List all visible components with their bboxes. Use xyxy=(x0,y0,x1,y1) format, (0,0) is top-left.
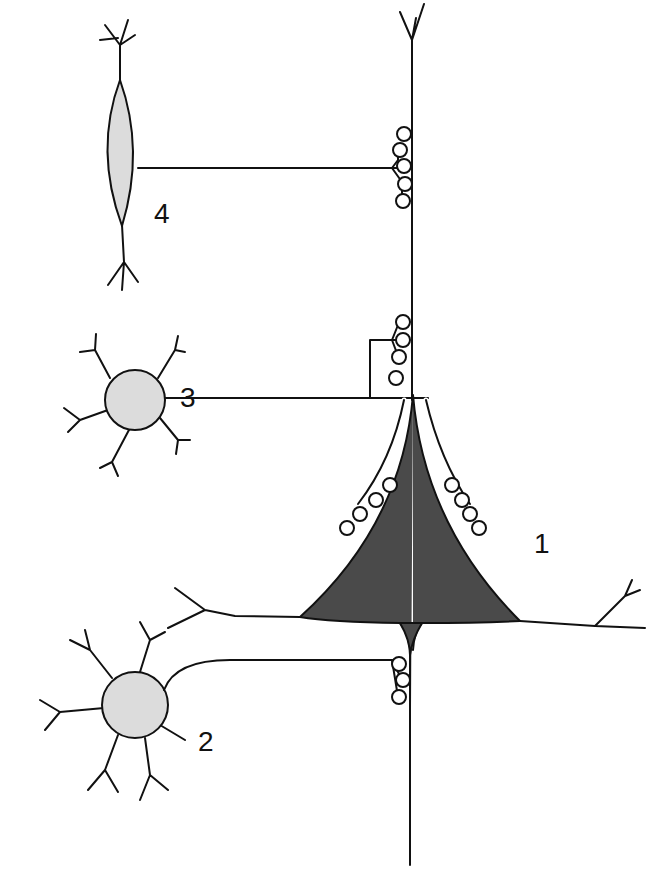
multipolar-neuron xyxy=(40,622,410,800)
callout-number: 1 xyxy=(534,530,550,558)
callout-number: 2 xyxy=(198,728,214,756)
callout-number: 4 xyxy=(154,200,170,228)
pyramidal-neuron xyxy=(168,395,645,865)
bipolar-neuron xyxy=(100,20,412,290)
callout-number: 3 xyxy=(180,384,196,412)
stellate-neuron xyxy=(64,315,486,535)
